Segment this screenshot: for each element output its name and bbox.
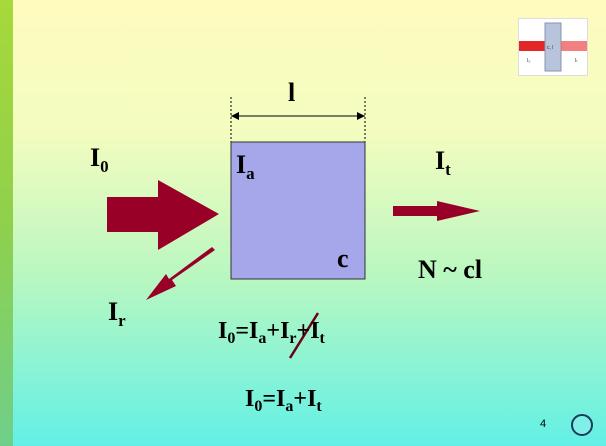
equation-operator: = <box>262 386 277 412</box>
circle-button-icon[interactable] <box>571 414 593 436</box>
equation-operator: = <box>235 318 250 344</box>
thumbnail-ray-right <box>561 41 587 51</box>
equation-term: I0 <box>218 318 236 347</box>
equation-term: Ia <box>276 386 294 415</box>
incident-label: I0 <box>90 143 109 176</box>
absorbed-label: Ia <box>236 150 255 183</box>
transmitted-arrow <box>393 201 480 221</box>
reflected-label: Ir <box>108 297 126 330</box>
equation-operator: + <box>266 318 281 344</box>
incident-arrow <box>107 180 219 250</box>
thumbnail-ray-left <box>519 41 547 51</box>
page-number: 4 <box>540 418 547 430</box>
equation-term: Ia <box>249 318 267 347</box>
sample-box <box>230 141 366 280</box>
energy-balance-equation-simplified: I0=Ia+It <box>245 386 322 416</box>
equation-operator: + <box>296 318 311 344</box>
equation-term: I0 <box>245 386 263 415</box>
transmitted-label: It <box>435 146 451 179</box>
equation-operator: + <box>293 386 308 412</box>
thumbnail-image: I₀ c, l Iₜ <box>518 18 588 76</box>
equation-term: It <box>307 386 322 415</box>
concentration-label: c <box>337 244 349 273</box>
thumbnail-graphic: I₀ c, l Iₜ <box>519 22 587 72</box>
length-label: l <box>288 78 296 107</box>
energy-balance-equation-full: I0=Ia+Ir+It <box>218 318 325 348</box>
thumbnail-label-mid: c, l <box>547 45 553 51</box>
length-arrow-left <box>231 112 239 120</box>
thumbnail-label-out: Iₜ <box>575 58 578 64</box>
length-arrow-right <box>357 112 365 120</box>
strikethrough-line <box>288 312 320 359</box>
left-decor-strip <box>0 0 13 446</box>
equation-term: It <box>310 318 325 347</box>
equation-term: Ir <box>280 318 297 347</box>
thumbnail-label-in: I₀ <box>527 58 530 64</box>
reflected-arrow <box>146 247 215 300</box>
proportionality-relation: N ~ cl <box>418 255 483 284</box>
